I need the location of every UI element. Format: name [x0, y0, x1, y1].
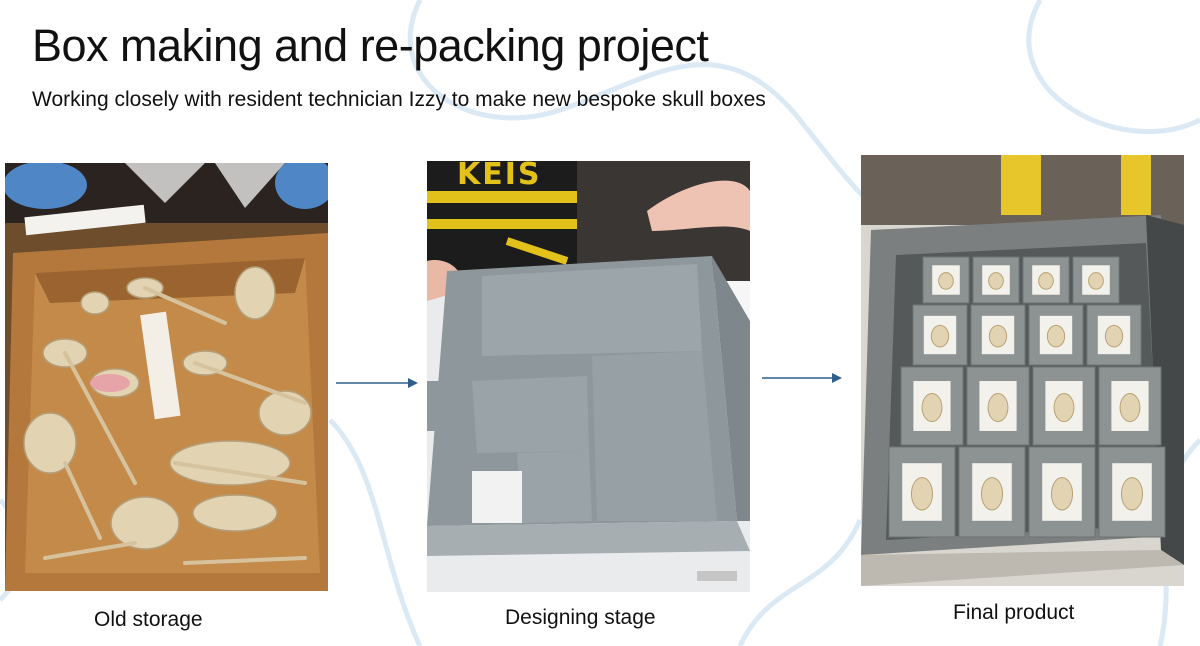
designing-stage-photo: KEIS — [427, 161, 750, 592]
skull-specimen — [910, 477, 934, 511]
skull-specimen — [987, 393, 1009, 423]
skull-compartment — [1022, 256, 1070, 304]
slide-subtitle: Working closely with resident technician… — [32, 88, 766, 111]
skull-specimen — [938, 272, 954, 290]
caption-final-product: Final product — [953, 601, 1075, 624]
skull-specimen — [1119, 393, 1141, 423]
skull-specimen — [1120, 477, 1144, 511]
skull-specimen — [1053, 393, 1075, 423]
skull-specimen — [1088, 272, 1104, 290]
caption-old-storage: Old storage — [94, 608, 203, 631]
caption-designing-stage: Designing stage — [505, 606, 656, 629]
final-product-photo — [861, 155, 1184, 586]
skull-specimen — [921, 393, 943, 423]
shirt-print-text: KEIS — [457, 161, 542, 192]
arrow-right-icon — [762, 373, 842, 383]
skull-specimen — [988, 324, 1008, 348]
skull-specimen — [980, 477, 1004, 511]
skull-specimen — [988, 272, 1004, 290]
skull-specimen — [930, 324, 950, 348]
skull-specimen — [1104, 324, 1124, 348]
arrow-right-icon — [336, 378, 418, 388]
skull-specimen — [1038, 272, 1054, 290]
old-storage-photo — [5, 163, 328, 591]
slide-title: Box making and re-packing project — [32, 20, 709, 71]
skull-specimen — [1046, 324, 1066, 348]
skull-compartment — [958, 446, 1026, 538]
skull-specimen — [1050, 477, 1074, 511]
